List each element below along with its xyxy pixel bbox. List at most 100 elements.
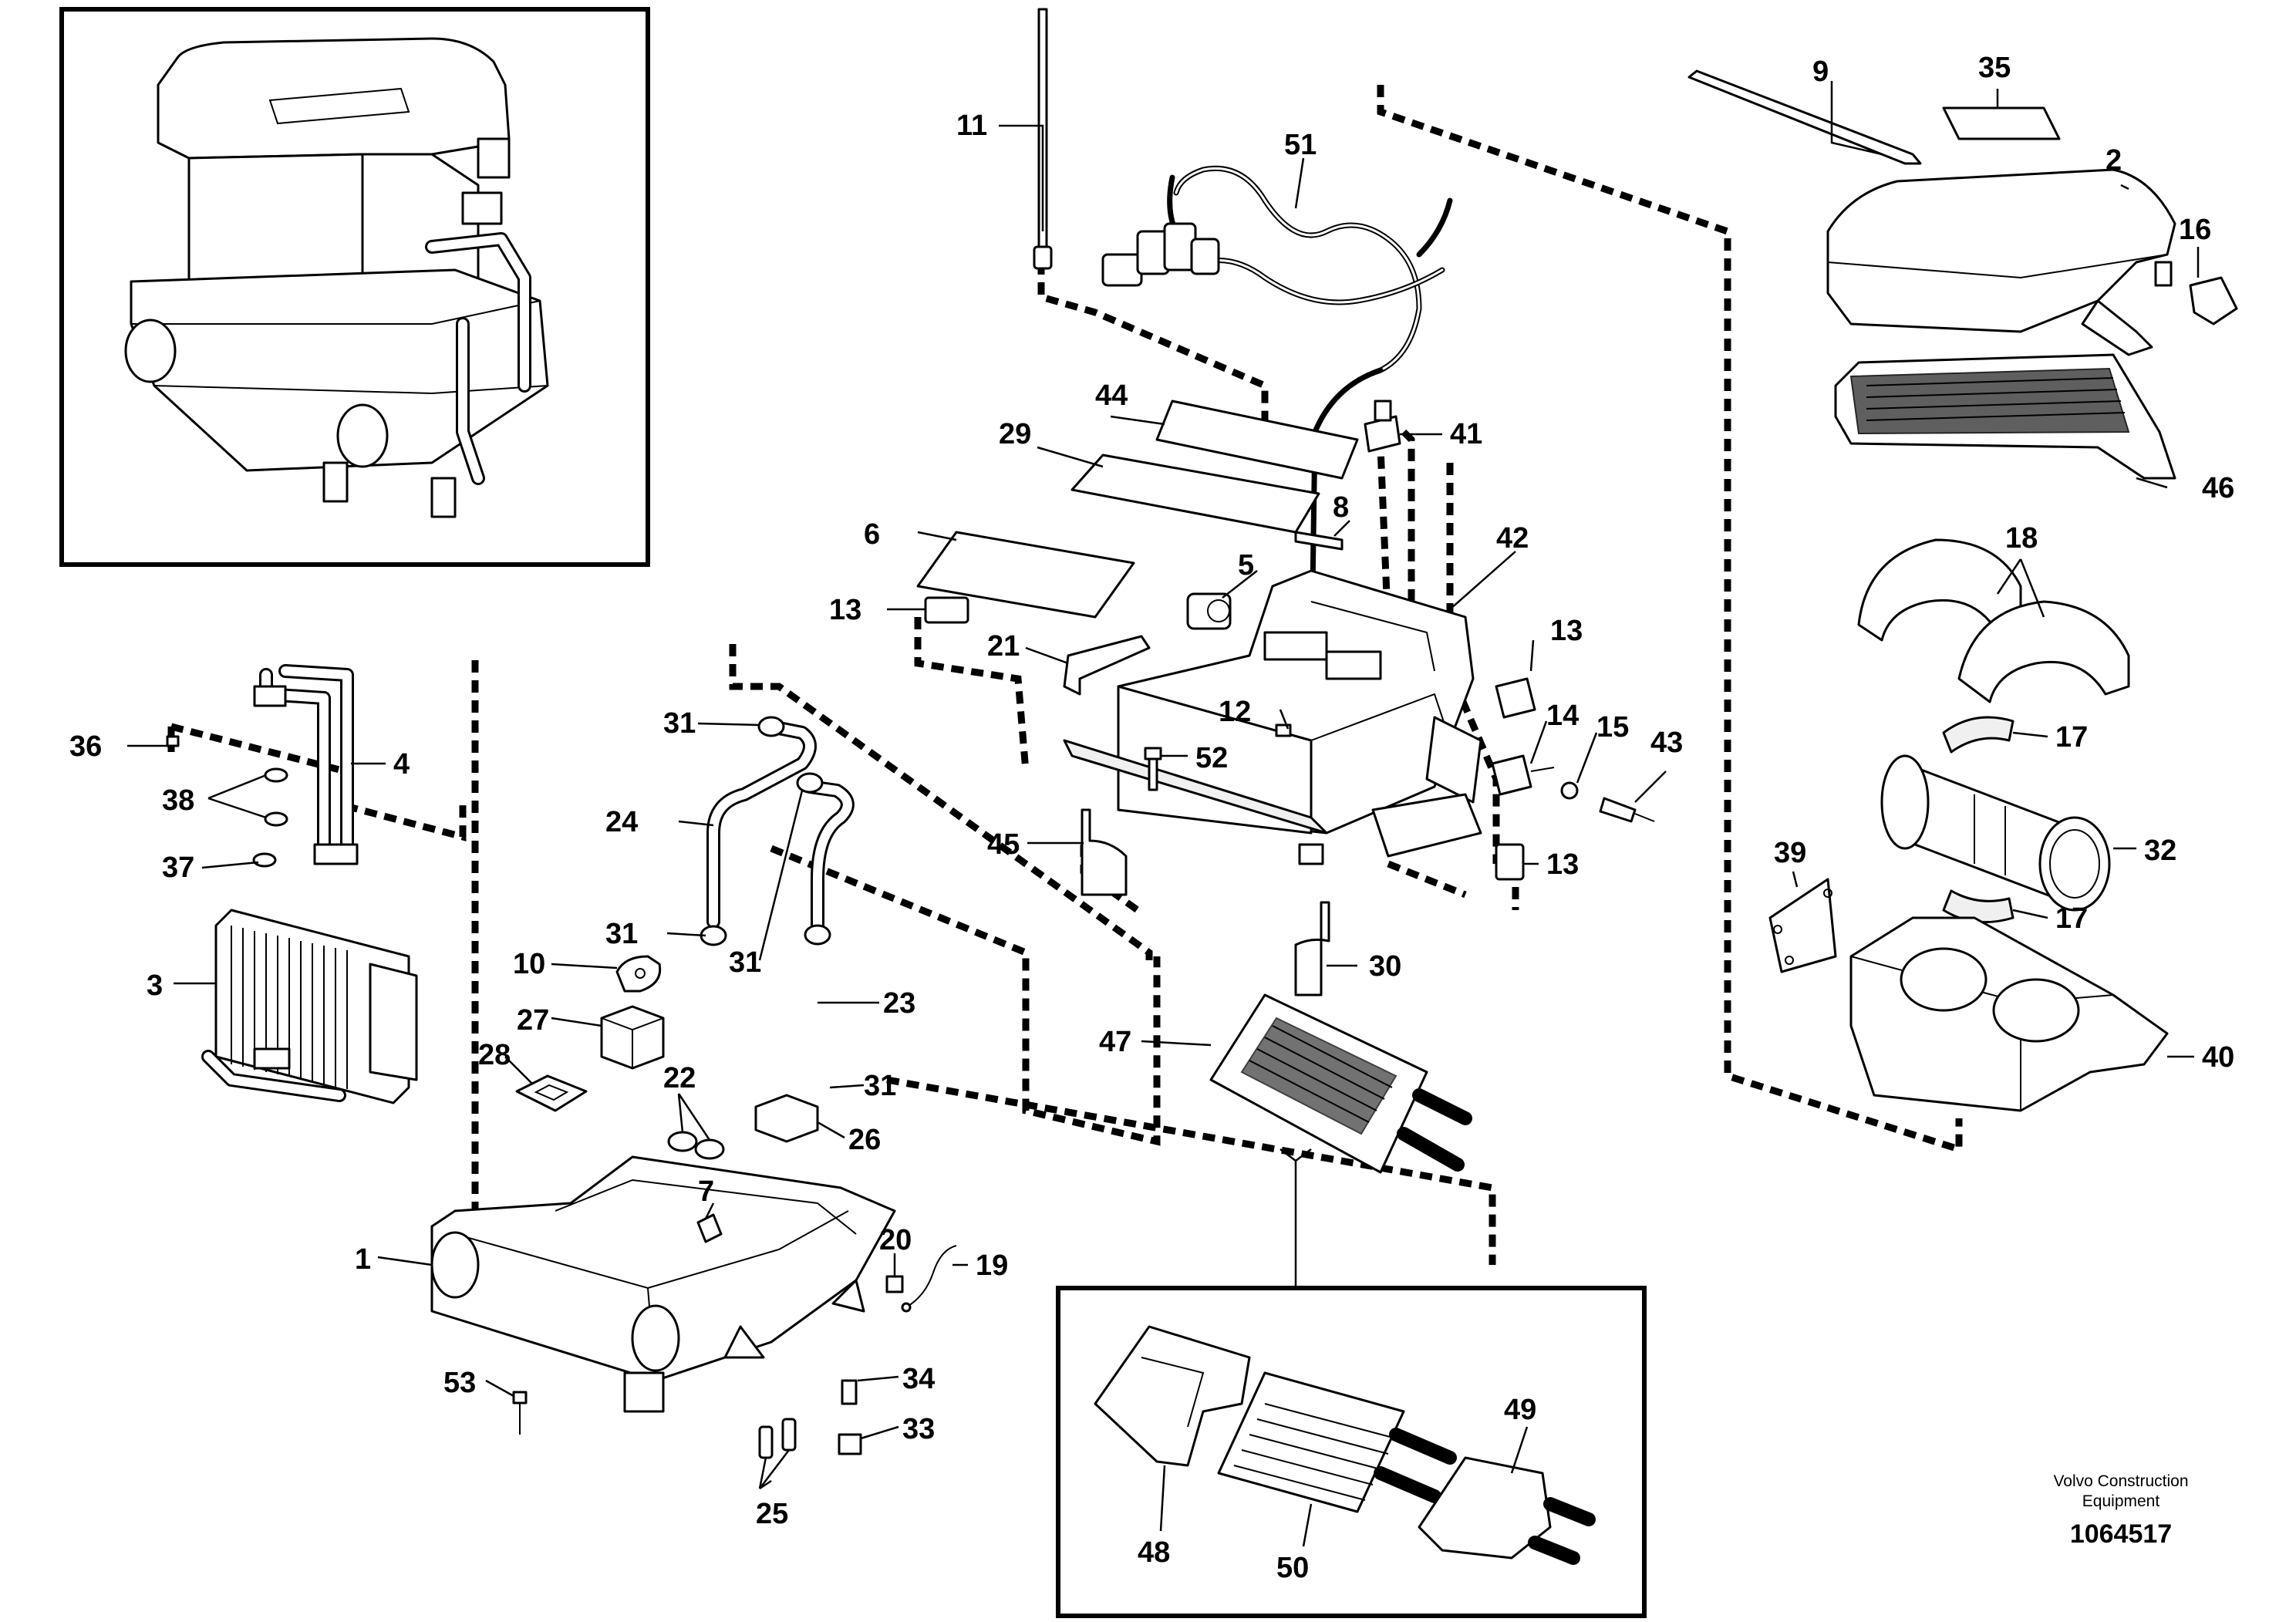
part-41-clip	[1364, 400, 1401, 453]
part-42-distribution-housing	[1063, 569, 1482, 865]
callout-27: 27	[517, 1004, 549, 1037]
part-10-flange	[615, 955, 662, 993]
part-53-plug	[512, 1391, 528, 1435]
callout-32: 32	[2144, 835, 2176, 867]
callout-10: 10	[513, 948, 545, 980]
part-3-heat-exchanger	[201, 909, 418, 1104]
callout-12: 12	[1219, 696, 1251, 728]
part-13-connector-c	[1495, 843, 1525, 881]
callout-4: 4	[393, 748, 410, 781]
part-51-wiring-harness	[1101, 165, 1453, 697]
part-8-pin	[1294, 531, 1344, 551]
part-50-core	[1217, 1371, 1457, 1513]
part-31-clamp-a	[757, 716, 785, 737]
callout-35: 35	[1978, 52, 2011, 84]
part-2-cover	[1826, 168, 2176, 356]
part-16-sensor	[2189, 276, 2238, 325]
heater-detail-box	[1056, 1148, 1647, 1618]
part-4-pipes	[253, 664, 359, 865]
callout-15: 15	[1596, 711, 1629, 744]
callout-26: 26	[848, 1124, 881, 1156]
part-40-lower-housing	[1849, 916, 2169, 1112]
assembled-unit-inset	[59, 7, 650, 567]
part-15-clip	[1560, 781, 1579, 800]
part-31-clamp-d	[804, 924, 831, 946]
callout-23: 23	[883, 987, 915, 1020]
part-7-sensor	[696, 1213, 723, 1243]
callout-14: 14	[1546, 700, 1579, 732]
callout-20: 20	[879, 1224, 912, 1256]
callout-9: 9	[1812, 56, 1829, 88]
callout-6: 6	[864, 518, 880, 551]
callout-53: 53	[443, 1367, 476, 1399]
callout-31b: 31	[605, 918, 638, 950]
part-24-hose	[706, 720, 817, 929]
callout-24: 24	[605, 806, 638, 838]
part-47-heater-core	[1209, 993, 1472, 1174]
callout-45: 45	[987, 828, 1020, 861]
part-1-base-housing	[430, 1155, 896, 1413]
callout-49: 49	[1504, 1394, 1536, 1426]
part-14-sensor	[1491, 754, 1555, 796]
part-28-gasket	[515, 1074, 588, 1112]
part-25-drain-valves	[758, 1418, 797, 1459]
part-26-block	[754, 1094, 819, 1143]
callout-51: 51	[1284, 129, 1317, 161]
part-46-filter	[1834, 353, 2176, 480]
callout-7: 7	[698, 1175, 714, 1208]
part-45-flap	[1081, 808, 1128, 896]
part-49-end-tank	[1418, 1456, 1596, 1565]
callout-11: 11	[956, 110, 987, 142]
callout-13b: 13	[1550, 615, 1583, 647]
callout-52: 52	[1195, 742, 1228, 774]
callout-22: 22	[663, 1062, 696, 1094]
part-37-o-ring	[252, 852, 277, 868]
publisher-credit: Volvo Construction Equipment 1064517	[2053, 1472, 2188, 1549]
part-20-cap	[885, 1275, 904, 1293]
callout-31c: 31	[729, 946, 761, 979]
callout-25: 25	[756, 1498, 788, 1530]
callout-28: 28	[478, 1039, 511, 1071]
callout-17b: 17	[2055, 902, 2088, 935]
callout-13c: 13	[1546, 848, 1579, 881]
callout-37: 37	[162, 851, 194, 884]
credit-line-2: Equipment	[2082, 1492, 2160, 1510]
callout-2: 2	[2106, 144, 2122, 177]
callout-44: 44	[1095, 379, 1128, 412]
callout-13a: 13	[829, 594, 861, 626]
part-6-flap	[916, 531, 1135, 619]
callout-42: 42	[1496, 522, 1529, 555]
part-35-label	[1942, 106, 2061, 140]
part-13-connector-a	[924, 596, 969, 624]
callout-16: 16	[2179, 214, 2211, 246]
part-22-grommets	[667, 1131, 725, 1160]
part-17-clamps	[1942, 716, 2014, 924]
callout-30: 30	[1369, 950, 1401, 983]
callout-29: 29	[999, 418, 1031, 450]
callout-47: 47	[1099, 1026, 1131, 1058]
part-48-shroud	[1094, 1325, 1251, 1467]
callout-31d: 31	[864, 1070, 896, 1102]
callout-19: 19	[976, 1249, 1008, 1282]
callout-50: 50	[1276, 1552, 1309, 1584]
document-number: 1064517	[2070, 1519, 2172, 1549]
credit-line-1: Volvo Construction	[2053, 1472, 2188, 1490]
callout-1: 1	[355, 1243, 371, 1276]
callout-21: 21	[987, 630, 1020, 663]
part-39-bracket	[1768, 878, 1837, 973]
callout-8: 8	[1333, 491, 1349, 524]
part-31-clamp-c	[796, 772, 824, 794]
callout-36: 36	[69, 730, 102, 763]
part-27-block	[600, 1005, 665, 1070]
callout-40: 40	[2202, 1041, 2234, 1074]
callout-18: 18	[2005, 522, 2038, 555]
callout-5: 5	[1238, 549, 1254, 582]
callout-31a: 31	[663, 707, 696, 740]
callout-38: 38	[162, 784, 194, 817]
part-23-hose	[803, 780, 855, 932]
assembly-dashed-lines	[167, 85, 1963, 1317]
part-19-wire-sensor	[901, 1245, 957, 1313]
leader-lines	[127, 81, 2200, 1547]
part-34-plug	[841, 1379, 858, 1405]
callout-33: 33	[902, 1413, 935, 1445]
